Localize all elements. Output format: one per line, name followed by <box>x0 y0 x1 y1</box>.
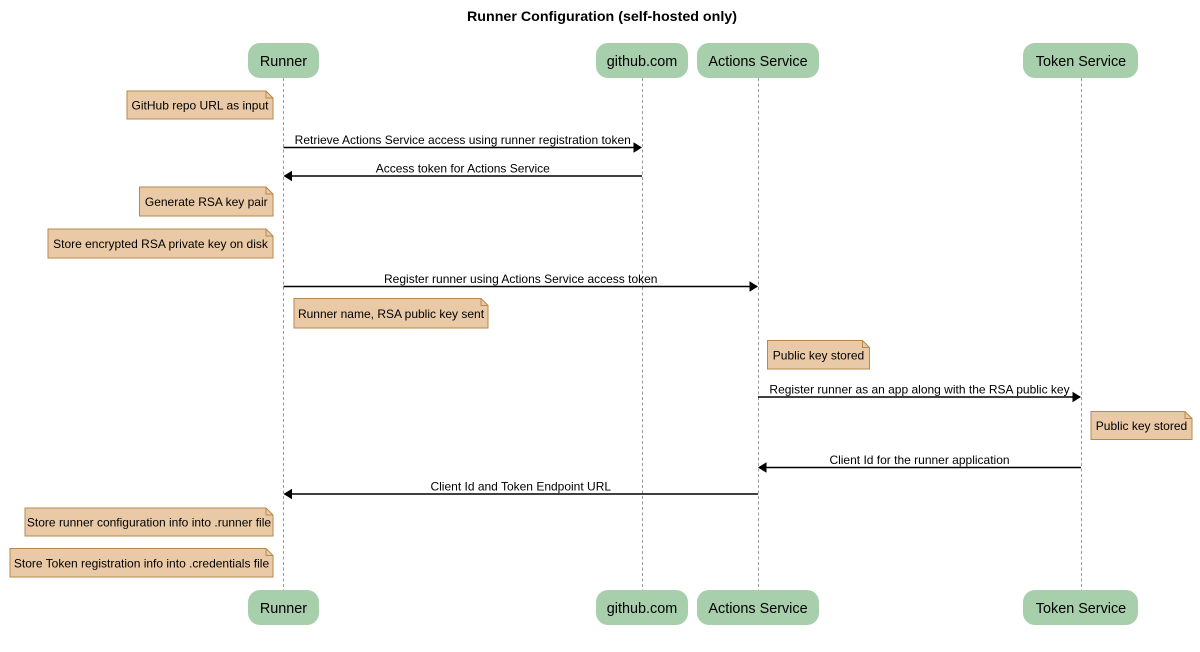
svg-text:GitHub repo URL as input: GitHub repo URL as input <box>132 99 270 113</box>
svg-text:Client Id and Token Endpoint U: Client Id and Token Endpoint URL <box>430 480 611 494</box>
svg-text:Token Service: Token Service <box>1036 54 1126 70</box>
svg-text:Retrieve Actions Service acces: Retrieve Actions Service access using ru… <box>295 133 631 147</box>
svg-text:Register runner using Actions: Register runner using Actions Service ac… <box>384 272 657 286</box>
svg-text:Public key stored: Public key stored <box>773 348 864 362</box>
svg-text:Store encrypted RSA private ke: Store encrypted RSA private key on disk <box>53 237 269 251</box>
svg-text:Store runner configuration inf: Store runner configuration info into .ru… <box>27 516 271 530</box>
svg-text:Actions Service: Actions Service <box>708 54 807 70</box>
svg-text:Runner Configuration (self-hos: Runner Configuration (self-hosted only) <box>467 9 737 25</box>
svg-text:Public key stored: Public key stored <box>1096 419 1187 433</box>
svg-text:Runner: Runner <box>260 54 307 70</box>
svg-text:Generate RSA key pair: Generate RSA key pair <box>145 195 268 209</box>
svg-text:Client Id for the runner appli: Client Id for the runner application <box>829 453 1009 467</box>
svg-text:Store Token registration info: Store Token registration info into .cred… <box>14 556 270 570</box>
svg-text:Register runner as an app alon: Register runner as an app along with the… <box>769 383 1069 397</box>
svg-text:github.com: github.com <box>607 601 677 617</box>
svg-text:Access token for Actions Servi: Access token for Actions Service <box>376 162 550 176</box>
svg-text:Runner name, RSA public key se: Runner name, RSA public key sent <box>298 307 485 321</box>
svg-text:Token Service: Token Service <box>1036 601 1126 617</box>
svg-text:Actions Service: Actions Service <box>708 601 807 617</box>
svg-text:Runner: Runner <box>260 601 307 617</box>
svg-text:github.com: github.com <box>607 54 677 70</box>
